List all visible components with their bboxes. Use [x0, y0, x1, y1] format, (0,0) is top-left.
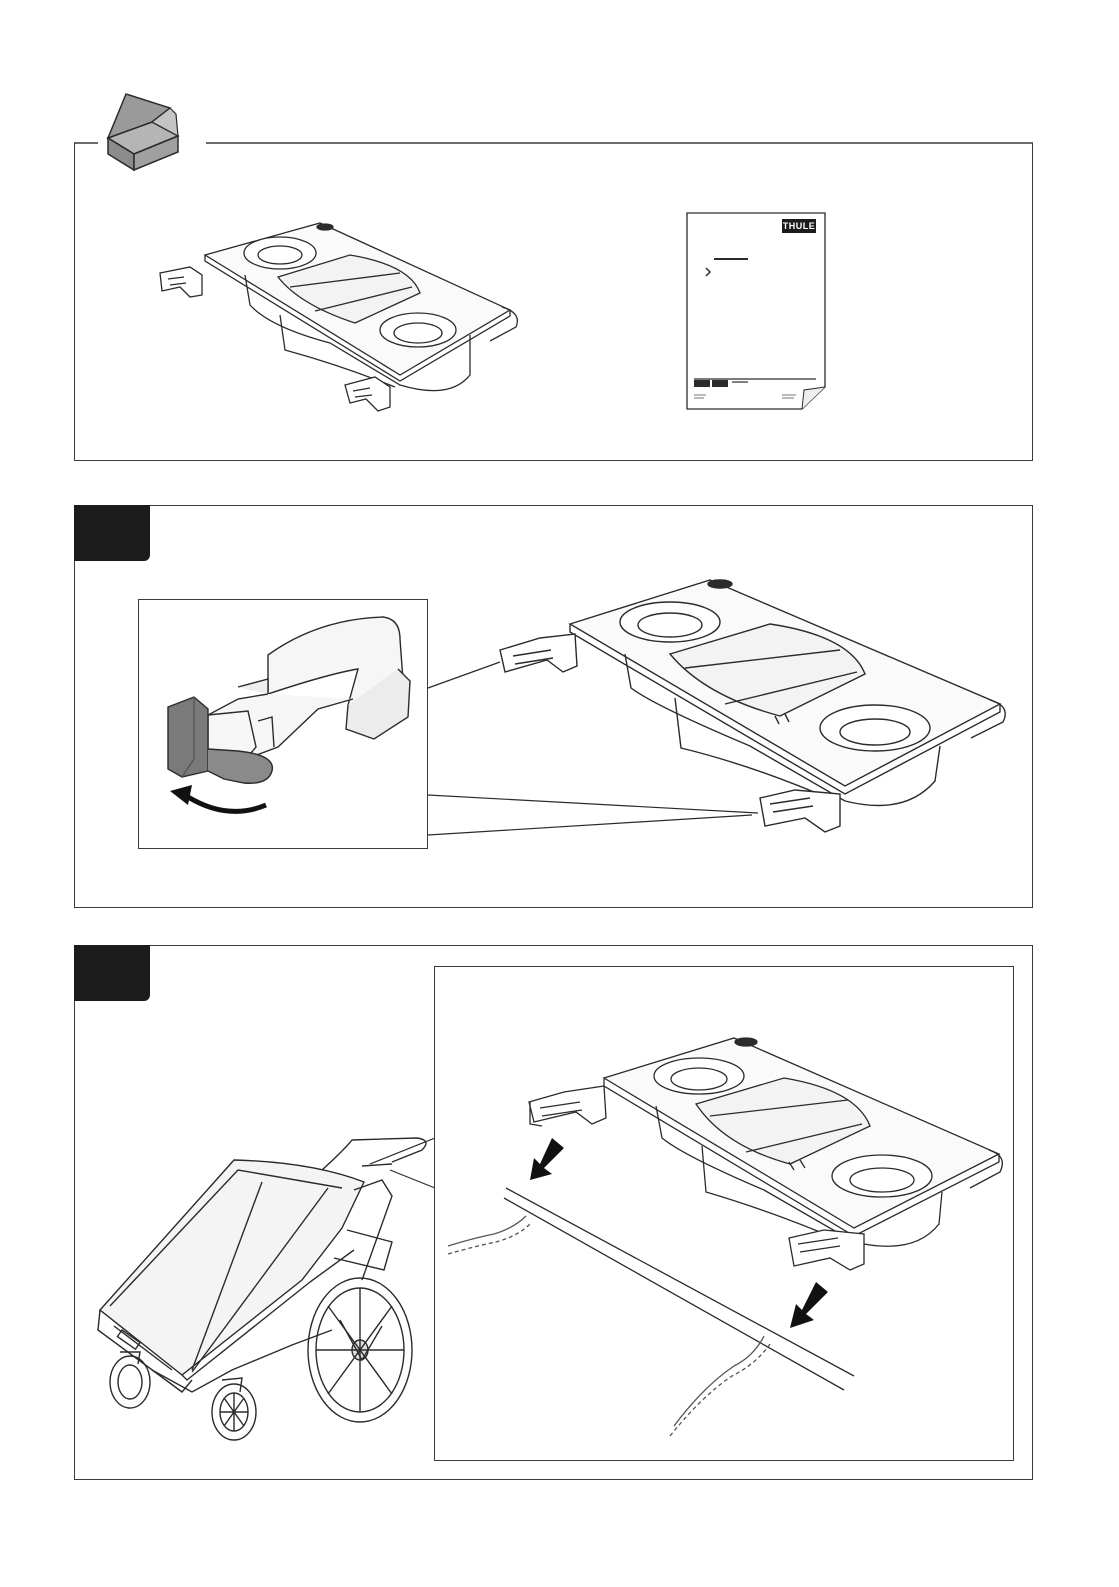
contents-panel-top-border [74, 142, 1034, 146]
organizer-illustration [150, 215, 530, 420]
stroller-callout-lines [360, 1136, 440, 1196]
manual-booklet: THULE [686, 212, 826, 410]
clip-detail-illustration [138, 599, 428, 849]
step-2-number-tab [74, 945, 150, 1001]
rotate-arrow-icon [188, 797, 266, 811]
organizer-step1-illustration [495, 576, 1015, 846]
open-box-icon [104, 92, 204, 172]
step-1-number-tab [74, 505, 150, 561]
mounting-detail-illustration [434, 966, 1014, 1461]
booklet-page [686, 212, 826, 410]
brand-logo: THULE [782, 219, 816, 233]
